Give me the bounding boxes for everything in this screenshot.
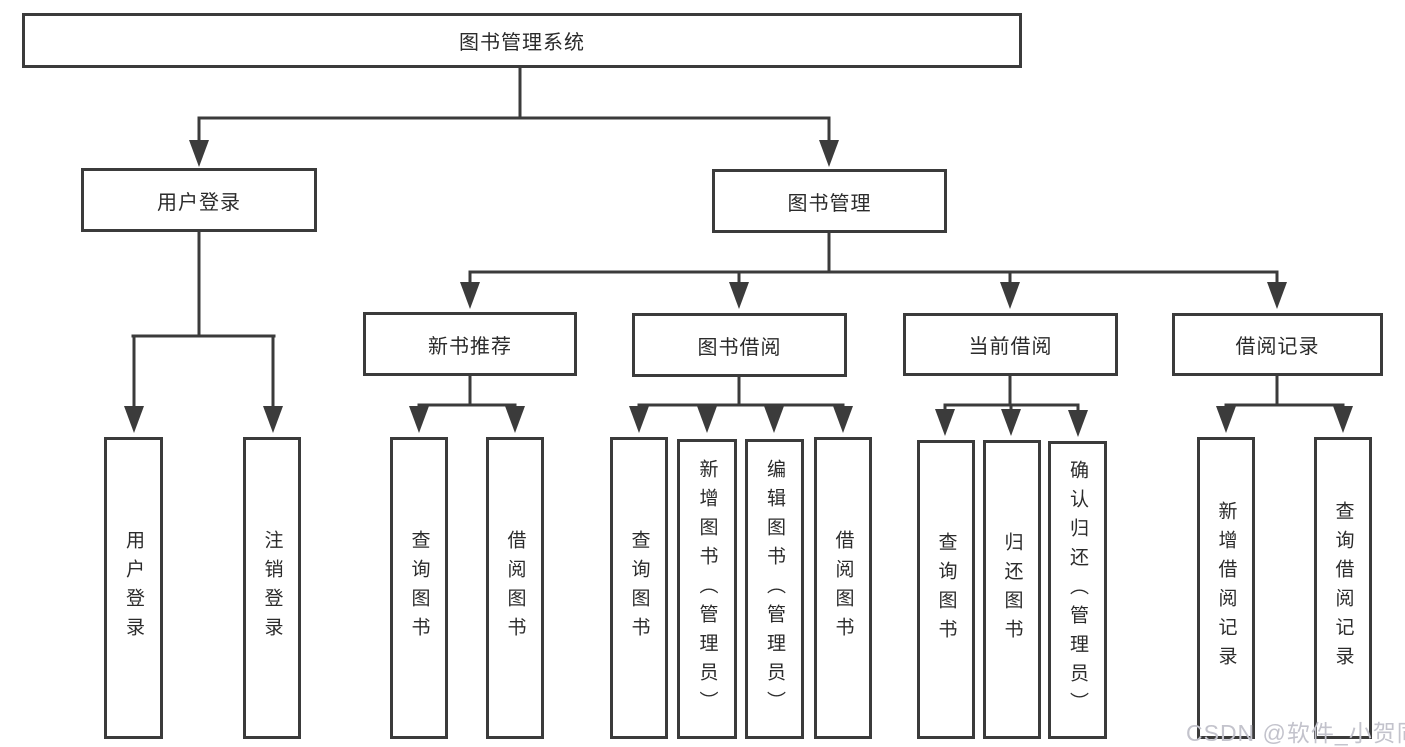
leaf-edit-book-admin-label: 编辑图书（管理员） (764, 458, 785, 720)
connector-arrowhead-icon (1001, 409, 1021, 436)
watermark: CSDN @软件_小贺同学 (1186, 720, 1405, 746)
node-current-borrowing: 当前借阅 (903, 313, 1118, 376)
connector-arrowhead-icon (1216, 406, 1236, 433)
connector-arrowhead-icon (1267, 282, 1287, 309)
connector-arrowhead-icon (1068, 410, 1088, 437)
node-borrow-records: 借阅记录 (1172, 313, 1383, 376)
leaf-add-borrow-record: 新增借阅记录 (1197, 437, 1255, 739)
leaf-add-book-admin-label: 新增图书（管理员） (696, 458, 718, 720)
leaf-query-books-current-label: 查询图书 (935, 531, 957, 648)
leaf-borrow-books-borrowing-label: 借阅图书 (832, 530, 854, 646)
connector-arrowhead-icon (1000, 282, 1020, 309)
node-library-system: 图书管理系统 (22, 13, 1022, 68)
connector-arrowhead-icon (263, 406, 283, 433)
node-new-book-recommend-label: 新书推荐 (428, 335, 512, 358)
leaf-user-login-label: 用户登录 (123, 530, 144, 646)
leaf-borrow-books-borrowing: 借阅图书 (814, 437, 872, 739)
connector-arrowhead-icon (460, 282, 480, 309)
leaf-add-book-admin: 新增图书（管理员） (677, 439, 737, 739)
leaf-confirm-return-admin: 确认归还（管理员） (1048, 441, 1107, 739)
leaf-query-books-current: 查询图书 (917, 440, 975, 739)
connector-arrowhead-icon (1333, 406, 1353, 433)
leaf-query-books-borrowing-label: 查询图书 (628, 530, 650, 646)
connector-arrowhead-icon (505, 406, 525, 433)
node-borrow-records-label: 借阅记录 (1235, 336, 1320, 358)
leaf-borrow-books-recommend-label: 借阅图书 (504, 530, 526, 646)
leaf-query-books-recommend-label: 查询图书 (408, 530, 430, 646)
leaf-confirm-return-admin-label: 确认归还（管理员） (1067, 459, 1088, 721)
node-new-book-recommend: 新书推荐 (363, 312, 577, 376)
connector-arrowhead-icon (697, 406, 717, 433)
leaf-return-books: 归还图书 (983, 440, 1041, 739)
connector-arrowhead-icon (189, 140, 209, 167)
node-library-system-label: 图书管理系统 (459, 32, 585, 54)
leaf-user-login: 用户登录 (104, 437, 163, 739)
connector-arrowhead-icon (124, 406, 144, 433)
connector-arrowhead-icon (729, 282, 749, 309)
leaf-logout: 注销登录 (243, 437, 301, 739)
node-user-login-label: 用户登录 (157, 191, 241, 214)
node-book-management: 图书管理 (712, 169, 947, 233)
leaf-query-books-borrowing: 查询图书 (610, 437, 668, 739)
leaf-return-books-label: 归还图书 (1001, 531, 1023, 648)
leaf-query-books-recommend: 查询图书 (390, 437, 448, 739)
node-current-borrowing-label: 当前借阅 (968, 336, 1053, 358)
leaf-edit-book-admin: 编辑图书（管理员） (745, 439, 804, 739)
leaf-borrow-books-recommend: 借阅图书 (486, 437, 544, 739)
connector-arrowhead-icon (819, 140, 839, 167)
node-book-borrowing: 图书借阅 (632, 313, 847, 377)
connector-arrowhead-icon (409, 406, 429, 433)
connector-arrowhead-icon (833, 406, 853, 433)
leaf-query-borrow-record-label: 查询借阅记录 (1332, 501, 1354, 675)
connector-arrowhead-icon (764, 406, 784, 433)
connector-arrowhead-icon (935, 409, 955, 436)
leaf-add-borrow-record-label: 新增借阅记录 (1215, 501, 1237, 675)
connector-arrowhead-icon (629, 406, 649, 433)
node-book-management-label: 图书管理 (787, 192, 872, 215)
leaf-query-borrow-record: 查询借阅记录 (1314, 437, 1372, 739)
node-book-borrowing-label: 图书借阅 (697, 336, 782, 359)
leaf-logout-label: 注销登录 (261, 530, 283, 646)
node-user-login: 用户登录 (81, 168, 317, 232)
